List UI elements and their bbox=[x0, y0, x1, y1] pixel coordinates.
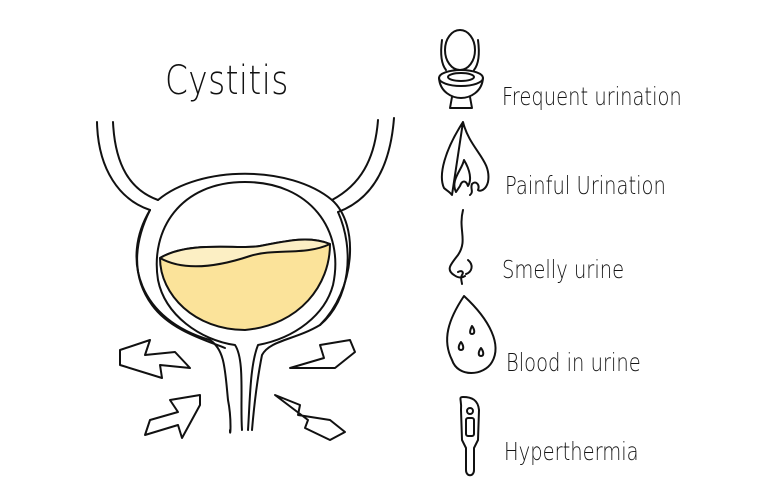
pain-bolt-icon bbox=[274, 394, 346, 441]
symptom-label-frequent-urination: Frequent urination bbox=[502, 82, 682, 111]
pain-bolt-icon bbox=[289, 339, 356, 369]
blood-drop-icon bbox=[446, 295, 497, 374]
thermometer-icon bbox=[459, 396, 480, 477]
symptom-label-painful-urination: Painful Urination bbox=[505, 171, 666, 200]
symptom-label-smelly-urine: Smelly urine bbox=[502, 255, 625, 284]
symptom-label-blood-in-urine: Blood in urine bbox=[506, 348, 641, 377]
page-title: Cystitis bbox=[165, 58, 289, 104]
toilet-icon bbox=[438, 29, 484, 109]
bladder-illustration bbox=[96, 117, 395, 441]
flame-icon bbox=[440, 121, 490, 196]
pain-bolt-icon bbox=[119, 339, 191, 379]
symptom-label-hyperthermia: Hyperthermia bbox=[504, 437, 639, 466]
nose-icon bbox=[448, 209, 473, 285]
pain-bolt-icon bbox=[144, 394, 201, 439]
